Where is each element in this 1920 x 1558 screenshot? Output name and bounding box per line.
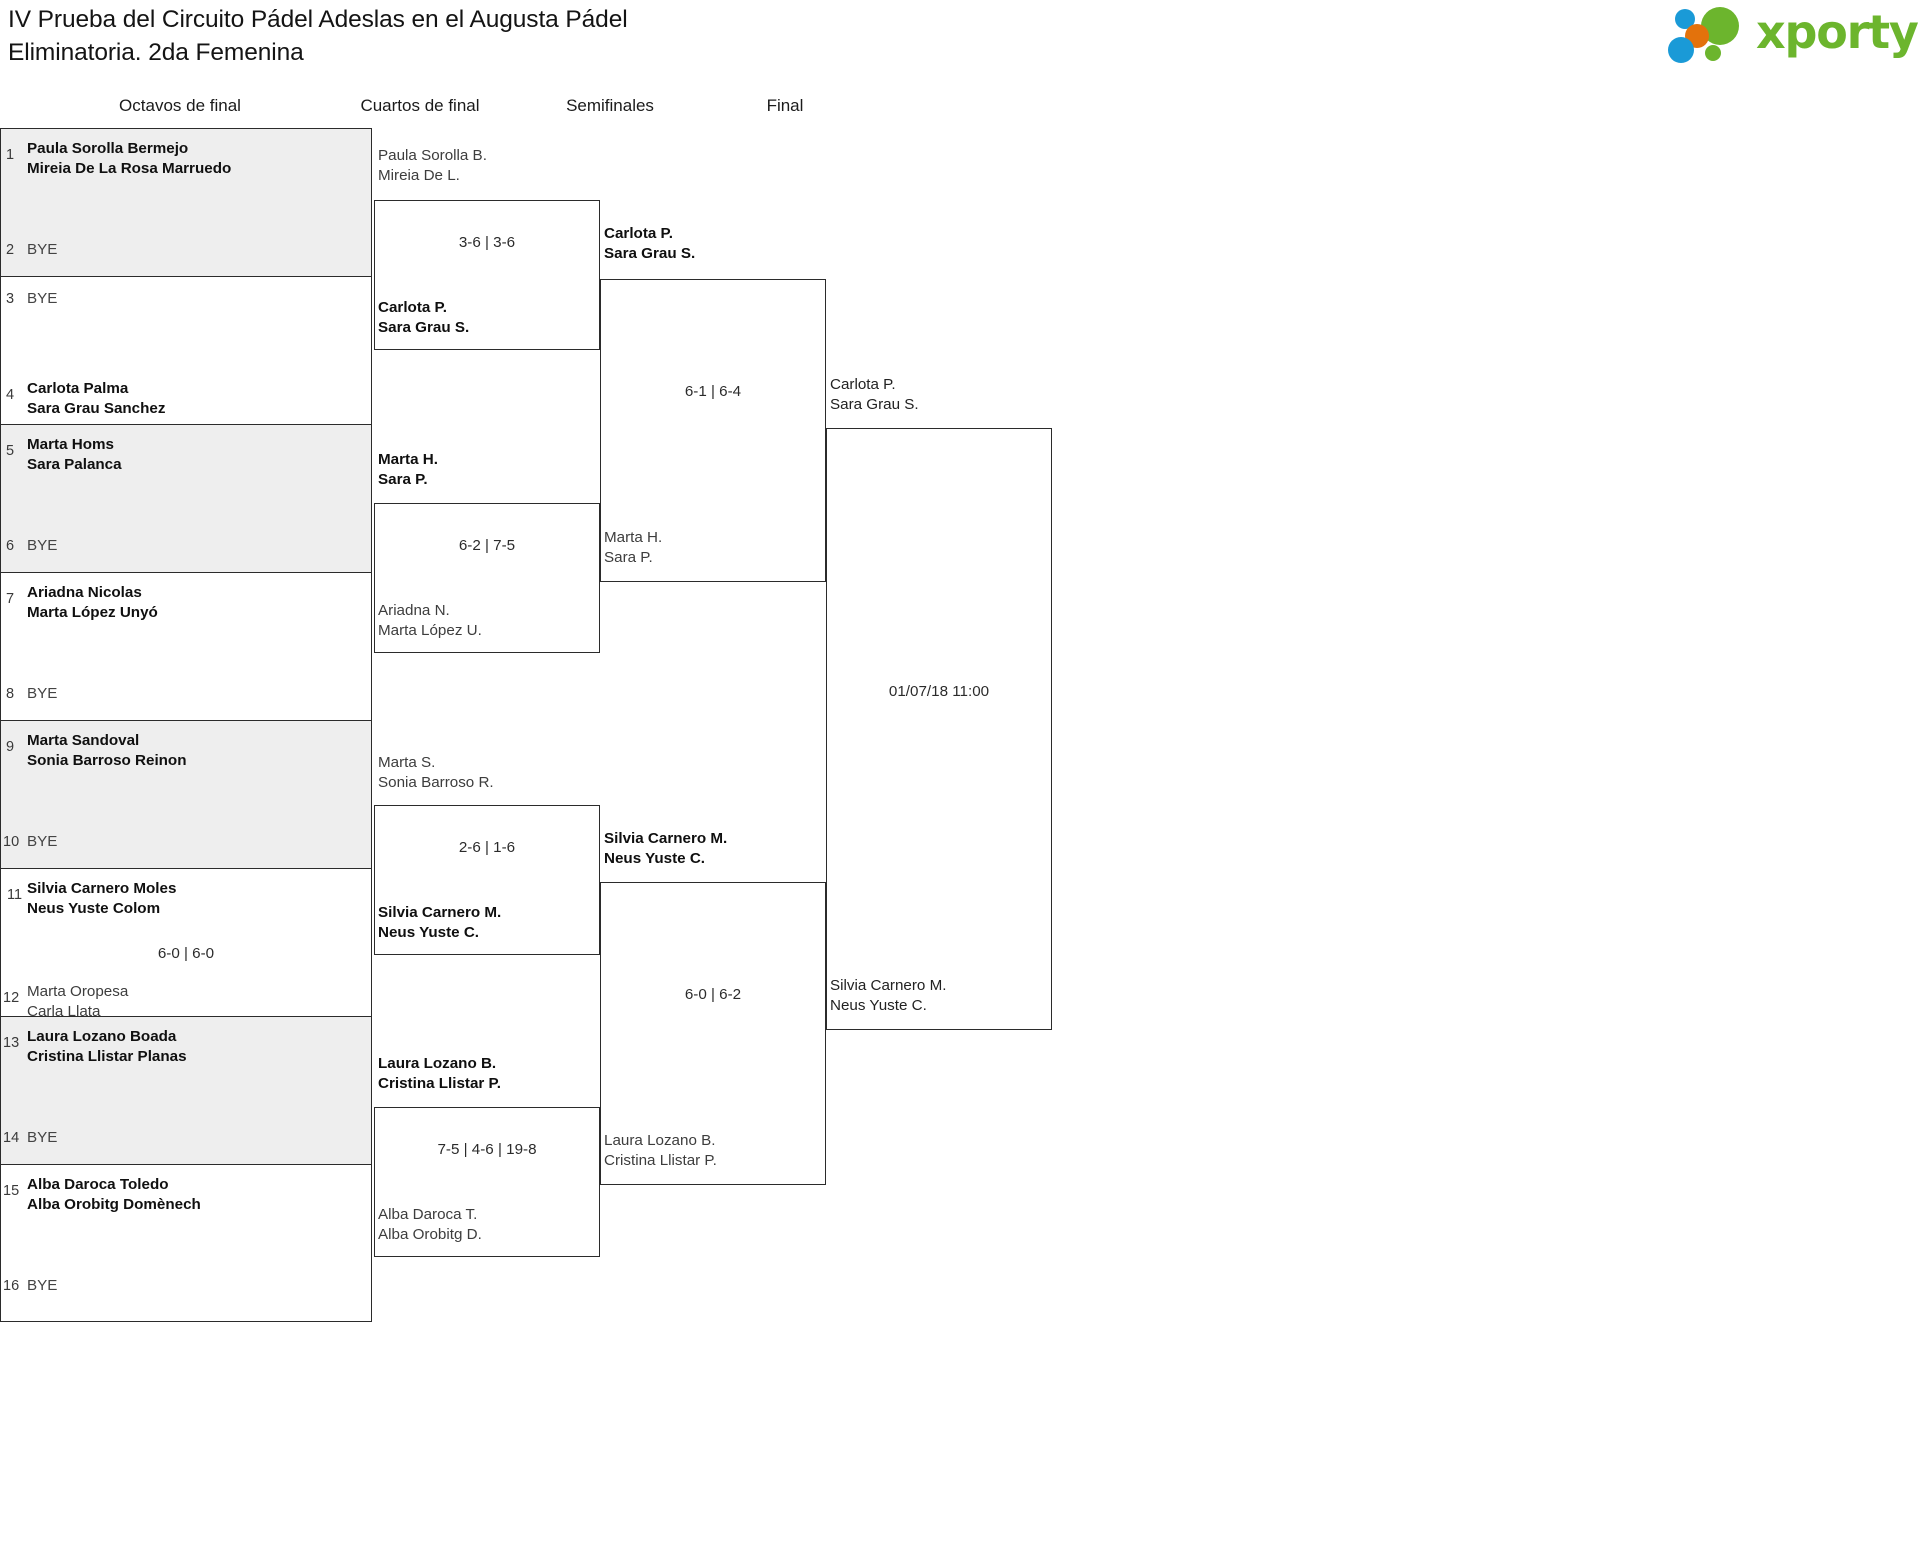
page-title-line-2: Eliminatoria. 2da Femenina (8, 38, 304, 66)
page-title: IV Prueba del Circuito Pádel Adeslas en … (8, 4, 1108, 69)
r2-m3-score: 2-6 | 1-6 (458, 839, 516, 856)
r1-seed-14: 14 (3, 1130, 20, 1146)
r2-m2-box[interactable] (374, 503, 600, 653)
r1-seed-3: 3 (6, 291, 15, 307)
r1-seed-2: 2 (6, 242, 15, 258)
r2-m3-bottom-team: Silvia Carnero M.Neus Yuste C. (378, 904, 502, 942)
r1-seed-4: 4 (6, 387, 15, 403)
r4-bottom-team: Silvia Carnero M.Neus Yuste C. (830, 977, 947, 1015)
r1-team-14: BYE (27, 1129, 58, 1146)
r1-team-8: BYE (27, 685, 58, 702)
r1-slot-14[interactable]: 14 BYE (0, 1116, 372, 1164)
r3-m1-score: 6-1 | 6-4 (684, 383, 742, 400)
r1-slot-2[interactable]: 2 BYE (0, 228, 372, 276)
r1-seed-5: 5 (6, 443, 15, 459)
r3-m1-top-team: Carlota P.Sara Grau S. (604, 225, 696, 263)
xporty-logo: xporty (1658, 5, 1919, 68)
round-header-cuartos: Cuartos de final (360, 96, 480, 115)
r1-slot-8[interactable]: 8 BYE (0, 672, 372, 720)
r2-m3-box[interactable] (374, 805, 600, 955)
r1-seed-16: 16 (3, 1278, 20, 1294)
r1-team-10: BYE (27, 833, 58, 850)
r3-m2-box[interactable] (600, 882, 826, 1185)
r1-team-16: BYE (27, 1277, 58, 1294)
r4-box[interactable] (826, 428, 1052, 1030)
round-header-semifinales: Semifinales (566, 96, 654, 115)
r3-m1-bottom-team: Marta H.Sara P. (604, 529, 663, 567)
round-header-final: Final (766, 96, 804, 115)
r1-seed-11: 11 (7, 887, 23, 903)
round-header-octavos: Octavos de final (119, 96, 241, 115)
r1-seed-1: 1 (6, 147, 15, 163)
r1-slot-16[interactable]: 16 BYE (0, 1264, 372, 1322)
r2-m1-box[interactable] (374, 200, 600, 350)
r2-m2-score: 6-2 | 7-5 (458, 537, 516, 554)
r1-score-6: 6-0 | 6-0 (157, 945, 215, 962)
r1-seed-13: 13 (3, 1035, 20, 1051)
r1-seed-9: 9 (6, 739, 15, 755)
r1-team-2: BYE (27, 241, 58, 258)
r1-seed-12: 12 (3, 990, 20, 1006)
r1-seed-10: 10 (3, 834, 20, 850)
r1-team-3: BYE (27, 290, 58, 307)
r1-slot-6[interactable]: 6 BYE (0, 524, 372, 572)
page-title-line-1: IV Prueba del Circuito Pádel Adeslas en … (8, 6, 628, 33)
r3-m2-bottom-team: Laura Lozano B.Cristina Llistar P. (604, 1132, 717, 1170)
r1-seed-8: 8 (6, 686, 15, 702)
r3-m2-top-team: Silvia Carnero M.Neus Yuste C. (604, 830, 728, 868)
r4-schedule: 01/07/18 11:00 (888, 683, 990, 700)
r2-m1-bottom-team: Carlota P.Sara Grau S. (378, 299, 470, 337)
r2-m2-bottom-team: Ariadna N.Marta López U. (378, 602, 482, 640)
r2-m1-score: 3-6 | 3-6 (458, 234, 516, 251)
r1-team-6: BYE (27, 537, 58, 554)
r1-seed-7: 7 (6, 591, 15, 607)
r2-m4-box[interactable] (374, 1107, 600, 1257)
r2-m4-bottom-team: Alba Daroca T.Alba Orobitg D. (378, 1206, 482, 1244)
r1-slot-10[interactable]: 10 BYE (0, 820, 372, 868)
r1-seed-15: 15 (3, 1183, 20, 1199)
r1-seed-6: 6 (6, 538, 15, 554)
r2-m1-top-team: Paula Sorolla B.Mireia De L. (378, 147, 487, 185)
r2-m3-top-team: Marta S.Sonia Barroso R. (378, 754, 494, 792)
r4-top-team: Carlota P.Sara Grau S. (830, 376, 919, 414)
r2-m4-score: 7-5 | 4-6 | 19-8 (437, 1141, 537, 1158)
xporty-dots-icon (1668, 7, 1739, 63)
r3-m1-box[interactable] (600, 279, 826, 582)
r1-slot-3[interactable]: 3 BYE (0, 276, 372, 324)
r2-m4-top-team: Laura Lozano B.Cristina Llistar P. (378, 1055, 501, 1093)
xporty-wordmark: xporty (1756, 5, 1919, 59)
r3-m2-score: 6-0 | 6-2 (684, 986, 742, 1003)
r2-m2-top-team: Marta H.Sara P. (378, 451, 438, 489)
